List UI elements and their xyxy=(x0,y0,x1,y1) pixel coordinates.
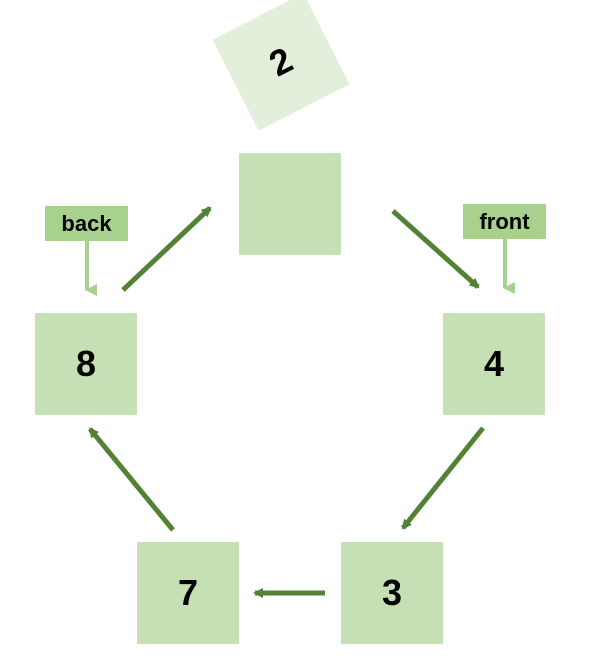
back-pointer-label: back xyxy=(45,206,128,241)
slot-top xyxy=(239,153,341,255)
front-pointer-label: front xyxy=(463,204,546,239)
slot-bottom-right: 3 xyxy=(341,542,443,644)
slot-right: 4 xyxy=(443,313,545,415)
arrow-bottom-left-to-left xyxy=(88,427,175,532)
arrow-right-to-bottom-right xyxy=(401,426,485,530)
slot-bottom-left: 7 xyxy=(137,542,239,644)
arrow-top-to-right xyxy=(391,209,480,289)
slot-left: 8 xyxy=(35,313,137,415)
arrow-left-to-top xyxy=(121,206,212,292)
